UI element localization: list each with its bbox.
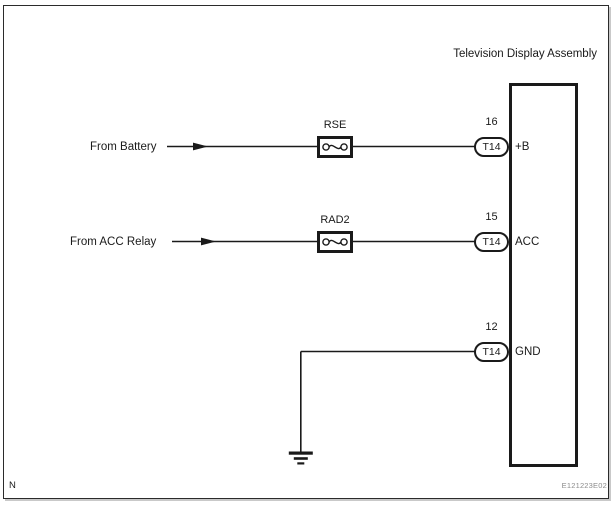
arrow-right-icon: [193, 142, 208, 151]
terminal-t14-pin12: T14: [474, 341, 509, 362]
ground-icon: [288, 451, 313, 465]
arrow-right-icon: [201, 237, 216, 246]
fuse-label-rad2: RAD2: [320, 214, 350, 226]
terminal-t14-pin15: T14: [474, 231, 509, 252]
signal-label-gnd: GND: [515, 345, 541, 358]
fuse-icon: [322, 142, 348, 151]
pin-number: 15: [485, 211, 498, 223]
pin-number: 12: [485, 321, 498, 333]
television-display-assembly-box: [509, 83, 578, 467]
figure-code: E121223E02: [561, 481, 607, 490]
source-label-battery: From Battery: [90, 140, 157, 153]
diagram-frame: [3, 5, 609, 499]
diagram-title: Television Display Assembly: [453, 48, 597, 60]
fuse-rse: [317, 135, 353, 158]
terminal-t14-pin16: T14: [474, 136, 509, 157]
signal-label-plus-b: +B: [515, 140, 530, 153]
signal-label-acc: ACC: [515, 235, 540, 248]
fuse-icon: [322, 237, 348, 246]
fuse-rad2: [317, 230, 353, 253]
fuse-label-rse: RSE: [323, 119, 347, 131]
source-label-acc-relay: From ACC Relay: [70, 235, 157, 248]
corner-label: N: [9, 480, 16, 491]
pin-number: 16: [485, 116, 498, 128]
